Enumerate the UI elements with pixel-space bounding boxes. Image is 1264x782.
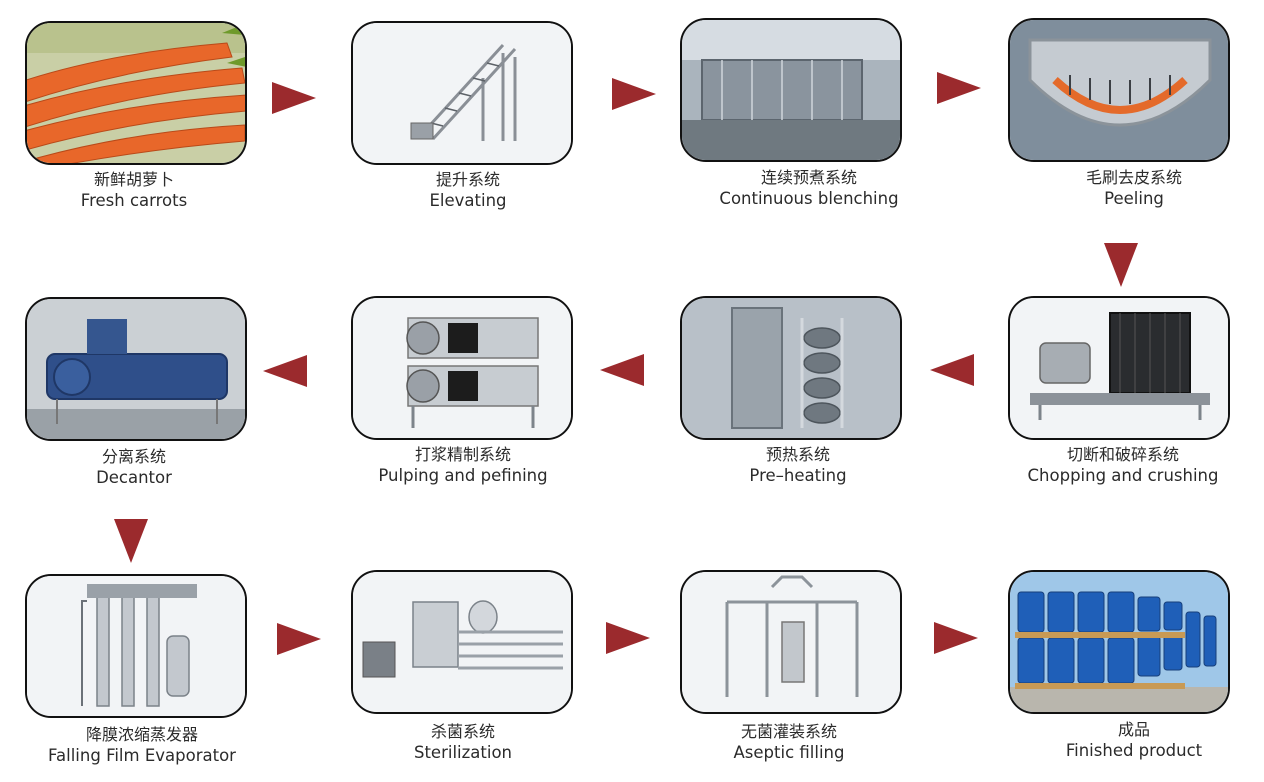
chopping-machine-image: [1008, 296, 1230, 440]
step-label-en: Pre–heating: [749, 466, 847, 485]
peeling-machine-image: [1008, 18, 1230, 162]
step-label-cn: 杀菌系统: [430, 722, 495, 741]
step-label-cn: 毛刷去皮系统: [1085, 168, 1182, 187]
step-caption: 打浆精制系统 Pulping and pefining: [333, 444, 593, 486]
flow-arrow-right: [606, 622, 650, 654]
step-caption: 降膜浓缩蒸发器 Falling Film Evaporator: [12, 724, 272, 766]
step-label-cn: 分离系统: [101, 447, 166, 466]
aseptic-filler-image: [680, 570, 902, 714]
flow-arrow-down: [1104, 243, 1138, 287]
fresh-carrots-image: [25, 21, 247, 165]
step-label-en: Pulping and pefining: [378, 466, 548, 485]
step-label-cn: 提升系统: [435, 170, 500, 189]
step-label-cn: 成品: [1117, 720, 1150, 739]
decanter-image: [25, 297, 247, 441]
flow-arrow-left: [930, 354, 974, 386]
step-label-en: Continuous blenching: [719, 189, 899, 208]
step-caption: 杀菌系统 Sterilization: [333, 721, 593, 763]
sterilizer-image: [351, 570, 573, 714]
step-label-en: Sterilization: [413, 743, 512, 762]
step-label-en: Elevating: [429, 191, 507, 210]
flow-arrow-right: [272, 82, 316, 114]
step-caption: 分离系统 Decantor: [4, 446, 264, 488]
step-label-en: Fresh carrots: [80, 191, 188, 210]
step-label-en: Decantor: [96, 468, 172, 487]
pulping-machine-image: [351, 296, 573, 440]
step-label-cn: 连续预煮系统: [760, 168, 857, 187]
step-caption: 预热系统 Pre–heating: [668, 444, 928, 486]
flow-arrow-right: [937, 72, 981, 104]
flow-arrow-right: [934, 622, 978, 654]
step-label-cn: 降膜浓缩蒸发器: [85, 725, 198, 744]
step-label-cn: 切断和破碎系统: [1066, 445, 1179, 464]
step-caption: 无菌灌装系统 Aseptic filling: [659, 721, 919, 763]
flow-arrow-right: [612, 78, 656, 110]
step-label-en: Chopping and crushing: [1027, 466, 1219, 485]
elevating-machine-image: [351, 21, 573, 165]
evaporator-image: [25, 574, 247, 718]
step-label-en: Aseptic filling: [733, 743, 845, 762]
blanching-machine-image: [680, 18, 902, 162]
step-label-cn: 打浆精制系统: [414, 445, 511, 464]
step-caption: 新鲜胡萝卜 Fresh carrots: [4, 169, 264, 211]
flow-arrow-down: [114, 519, 148, 563]
flow-arrow-left: [263, 355, 307, 387]
flow-arrow-left: [600, 354, 644, 386]
flow-arrow-right: [277, 623, 321, 655]
finished-product-image: [1008, 570, 1230, 714]
step-caption: 连续预煮系统 Continuous blenching: [679, 167, 939, 209]
step-label-cn: 新鲜胡萝卜: [93, 170, 174, 189]
step-caption: 成品 Finished product: [1004, 719, 1264, 761]
step-label-cn: 预热系统: [765, 445, 830, 464]
step-label-en: Falling Film Evaporator: [48, 746, 236, 765]
step-label-cn: 无菌灌装系统: [740, 722, 837, 741]
step-caption: 毛刷去皮系统 Peeling: [1004, 167, 1264, 209]
preheating-machine-image: [680, 296, 902, 440]
step-label-en: Peeling: [1104, 189, 1164, 208]
step-caption: 切断和破碎系统 Chopping and crushing: [993, 444, 1253, 486]
step-label-en: Finished product: [1065, 741, 1203, 760]
step-caption: 提升系统 Elevating: [338, 169, 598, 211]
